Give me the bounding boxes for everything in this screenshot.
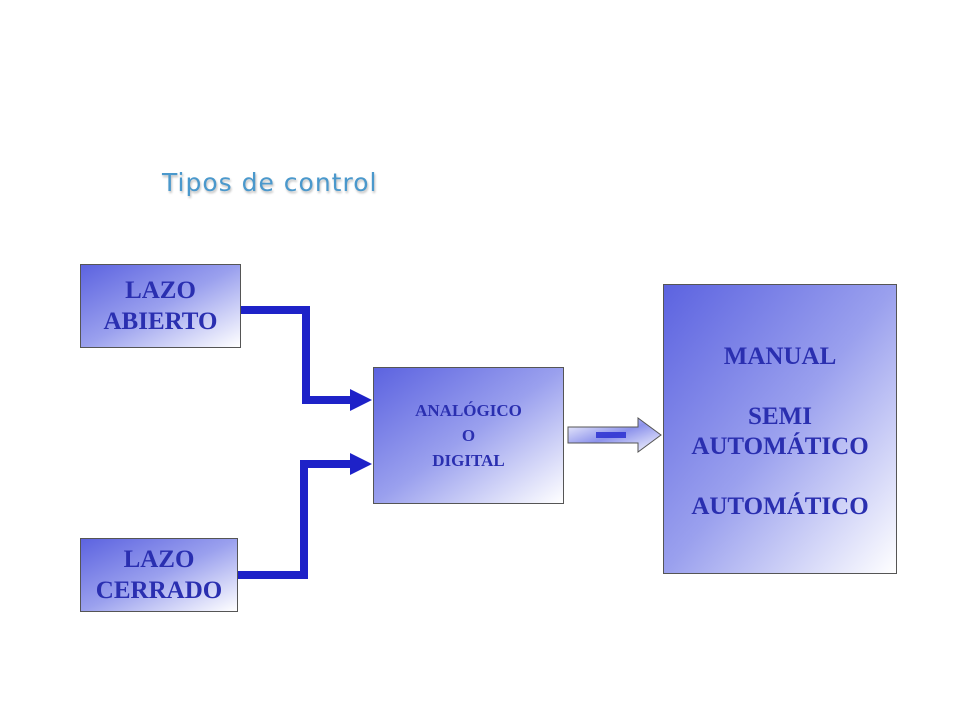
- arrowhead-lazo-cerrado: [350, 453, 372, 475]
- mode-semi-line-1: SEMI: [748, 403, 812, 430]
- lazo-cerrado-line-1: LAZO: [123, 546, 195, 573]
- connector-lazo-abierto: [240, 306, 352, 404]
- box-lazo-cerrado: LAZO CERRADO: [80, 538, 238, 612]
- box-lazo-abierto: LAZO ABIERTO: [80, 264, 241, 348]
- slide-title: Tipos de control: [162, 168, 378, 197]
- analog-line-3: DIGITAL: [432, 451, 505, 470]
- connector-lazo-cerrado: [238, 460, 352, 579]
- arrowhead-lazo-abierto: [350, 389, 372, 411]
- mode-manual: MANUAL: [723, 343, 837, 370]
- analog-line-2: O: [461, 426, 476, 445]
- lazo-abierto-line-1: LAZO: [125, 277, 196, 304]
- mode-automatico: AUTOMÁTICO: [691, 493, 869, 520]
- box-analogico-digital: ANALÓGICO O DIGITAL: [373, 367, 564, 504]
- box-modos: MANUAL SEMI AUTOMÁTICO AUTOMÁTICO: [663, 284, 897, 574]
- lazo-abierto-line-2: ABIERTO: [103, 308, 218, 335]
- lazo-cerrado-line-2: CERRADO: [95, 577, 223, 604]
- analog-line-1: ANALÓGICO: [415, 401, 522, 420]
- mode-semi-line-2: AUTOMÁTICO: [691, 433, 869, 460]
